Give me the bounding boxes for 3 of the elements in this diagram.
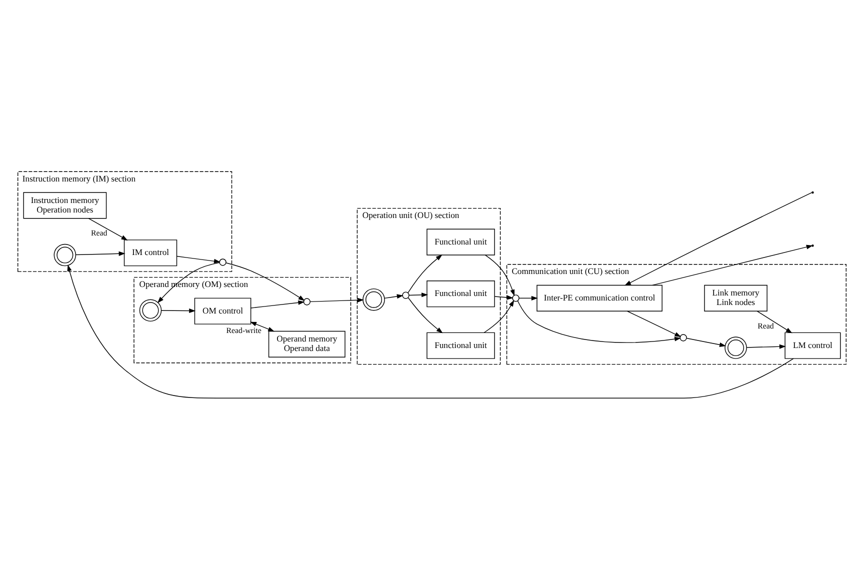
edge-label: Read xyxy=(758,321,774,330)
edge-label: Read-write xyxy=(226,326,262,335)
edge-label: Read xyxy=(90,228,108,238)
